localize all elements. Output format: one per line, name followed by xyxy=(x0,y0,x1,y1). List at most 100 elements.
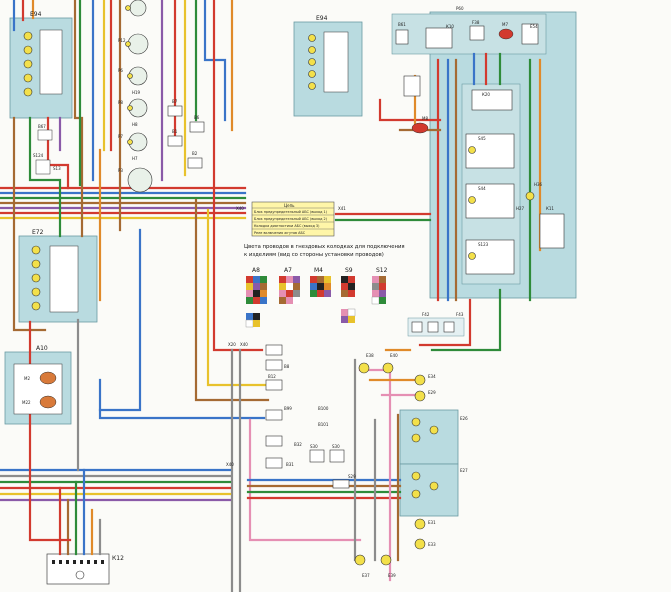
label-e40: Е40 xyxy=(390,353,398,358)
label-b61: В61 xyxy=(398,22,406,27)
label-f38: F38 xyxy=(472,20,480,25)
legend-row: Реле включения жгутов АБС xyxy=(254,231,306,235)
label-e29: Е29 xyxy=(428,390,436,395)
control-block-parts xyxy=(395,23,565,275)
label-b6: В6 xyxy=(194,115,200,120)
fuses-f42-f43 xyxy=(407,317,465,337)
label-b7: В7 xyxy=(172,99,178,104)
label-h8: H8 xyxy=(132,122,138,127)
label-e54: Е54 xyxy=(530,24,538,29)
connector-label-s12: S12 xyxy=(376,267,388,274)
label-e39: Е39 xyxy=(388,573,396,578)
label-s13: S13 xyxy=(53,166,61,171)
label-s123: S123 xyxy=(478,242,489,247)
k12-pins xyxy=(52,560,104,580)
label-e33: Е33 xyxy=(428,542,436,547)
e26-block xyxy=(399,409,459,465)
connector-swatch-m4 xyxy=(310,276,331,297)
middle-sensors xyxy=(265,344,350,489)
label-s44: S44 xyxy=(478,186,486,191)
label-p6: P6 xyxy=(118,68,123,73)
label-p12: P12 xyxy=(118,38,126,43)
label-s30-b: S30 xyxy=(332,444,340,449)
label-a10: А10 xyxy=(36,345,48,352)
label-s29: S29 xyxy=(348,474,356,479)
legend-row: Блок предупредительный АБС (выход 2) xyxy=(254,217,328,221)
right-lamps xyxy=(354,362,439,566)
a10-motors xyxy=(13,363,63,415)
e27-block xyxy=(399,463,459,517)
label-x40-c: X40 xyxy=(226,462,234,467)
label-b31: В31 xyxy=(286,462,294,467)
label-e94-right: Е94 xyxy=(316,15,328,22)
label-k12: К12 xyxy=(112,555,124,562)
connector-swatch-small xyxy=(245,313,260,328)
connector-label-a8: А8 xyxy=(252,267,260,274)
connector-swatch-a8 xyxy=(246,276,267,304)
label-k20: К20 xyxy=(482,92,490,97)
label-h27: Н27 xyxy=(516,206,525,211)
label-m22: М22 xyxy=(22,400,31,405)
label-e34: Е34 xyxy=(428,374,436,379)
label-h7: H7 xyxy=(132,156,138,161)
circuit-legend xyxy=(251,201,335,237)
wire-harness xyxy=(0,0,542,592)
sensors-b xyxy=(167,105,205,169)
label-f43: F43 xyxy=(456,312,464,317)
label-x40-a: X40 xyxy=(236,206,244,211)
label-b100: В100 xyxy=(318,406,329,411)
connector-key-title-1: Цвета проводов в гнездовых колодках для … xyxy=(244,244,405,250)
label-s30-a: S30 xyxy=(310,444,318,449)
label-b67: В67 xyxy=(38,124,46,129)
label-m7: М7 xyxy=(502,22,508,27)
legend-row: Колодка диагностики АБС (выход 3) xyxy=(254,224,320,228)
label-f42: F42 xyxy=(422,312,430,317)
e94-right-lamps xyxy=(308,31,349,93)
label-x41: X41 xyxy=(338,206,346,211)
label-b1: В1 xyxy=(172,129,178,134)
label-b2: В2 xyxy=(192,151,198,156)
label-e37: Е37 xyxy=(362,573,370,578)
label-e26: Е26 xyxy=(460,416,468,421)
legend-header: Цепь xyxy=(284,203,295,208)
k12-connector xyxy=(46,553,110,585)
label-b12: В12 xyxy=(268,374,276,379)
e72-lamps xyxy=(31,245,79,313)
label-p3: P3 xyxy=(118,168,123,173)
connector-label-m4: М4 xyxy=(314,267,323,274)
label-p8: P8 xyxy=(118,100,123,105)
e94-left-lamps xyxy=(23,29,63,97)
p60-upper-board xyxy=(391,13,547,55)
label-b8: В8 xyxy=(284,364,290,369)
label-s124: S124 xyxy=(33,153,44,158)
label-e38: Е38 xyxy=(366,353,374,358)
connector-swatch-s12 xyxy=(371,276,386,305)
label-m8: М8 xyxy=(422,116,428,121)
connector-swatch-s9 xyxy=(341,276,356,323)
label-k11: К11 xyxy=(546,206,554,211)
label-e27: Е27 xyxy=(460,468,468,473)
s124-switch xyxy=(35,159,51,175)
b67-sensor xyxy=(37,129,53,141)
label-x20: X20 xyxy=(228,342,236,347)
label-e94-left: Е94 xyxy=(30,11,42,18)
connector-swatch-a7 xyxy=(279,276,300,304)
label-b101: В101 xyxy=(318,422,329,427)
connector-label-a7: А7 xyxy=(284,267,292,274)
connector-label-s9: S9 xyxy=(345,267,353,274)
label-h36: Н36 xyxy=(534,182,543,187)
label-h19: H19 xyxy=(132,90,141,95)
label-k10: К10 xyxy=(446,24,454,29)
label-e72: Е72 xyxy=(32,229,44,236)
label-p60: P60 xyxy=(456,6,464,11)
connector-key-title-2: к изделиям (вид со стороны установки про… xyxy=(244,252,384,258)
label-p7: P7 xyxy=(118,134,123,139)
label-b99: В99 xyxy=(284,406,292,411)
label-s45: S45 xyxy=(478,136,486,141)
label-e31: Е31 xyxy=(428,520,436,525)
label-b32: В32 xyxy=(294,442,302,447)
instrument-lamps xyxy=(125,0,153,193)
label-m2: М2 xyxy=(24,376,30,381)
legend-row: Блок предупредительный АБС (выход 1) xyxy=(254,210,328,214)
